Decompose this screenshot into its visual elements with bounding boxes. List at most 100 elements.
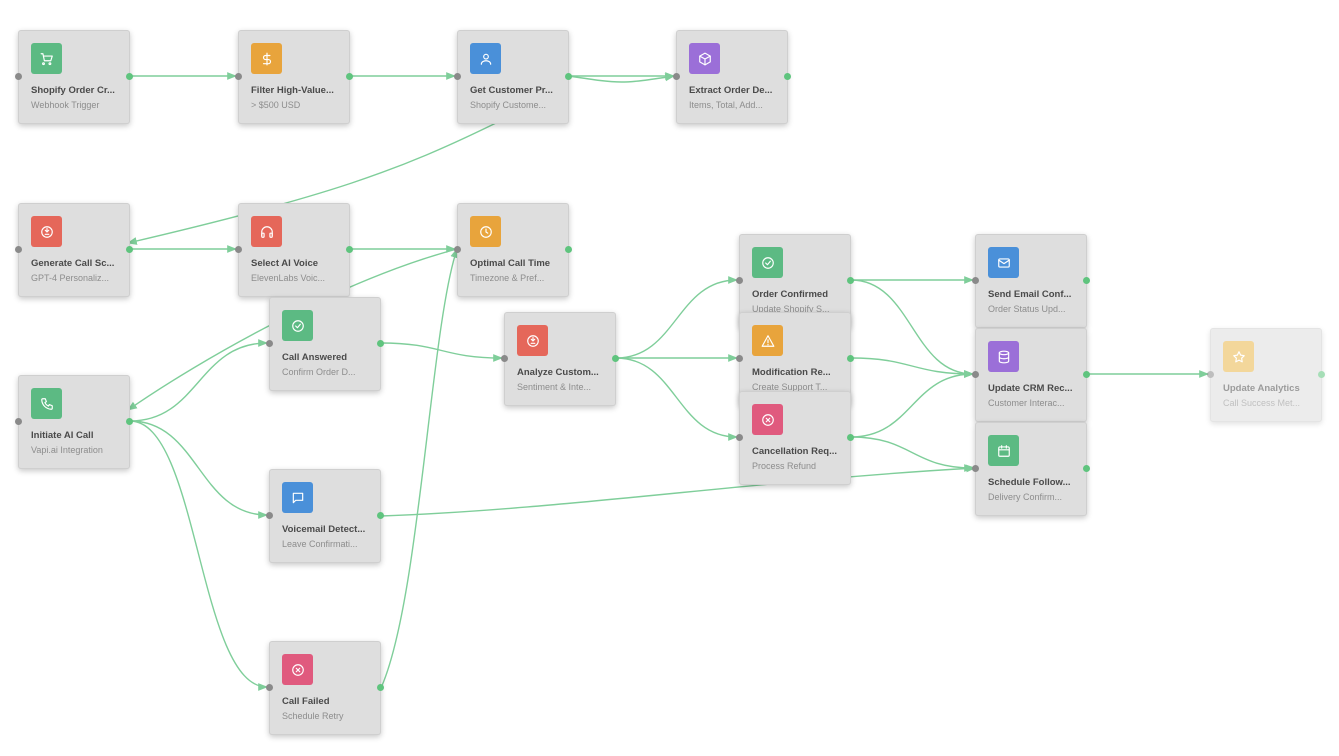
node-analyze[interactable]: Analyze Custom...Sentiment & Inte... [501,312,619,406]
package-icon [689,43,720,74]
node-title: Get Customer Pr... [470,85,553,96]
node-crm[interactable]: Update CRM Rec...Customer Interac... [972,328,1090,422]
brain-icon [517,325,548,356]
edge-voicemail-to-followup[interactable] [380,464,976,517]
input-port[interactable] [235,73,242,80]
node-title: Select AI Voice [251,258,319,269]
input-port[interactable] [1207,371,1214,378]
node-title: Initiate AI Call [31,430,94,441]
input-port[interactable] [454,246,461,253]
output-port[interactable] [565,73,572,80]
input-port[interactable] [15,246,22,253]
alert-triangle-icon [752,325,783,356]
output-port[interactable] [612,355,619,362]
node-extract[interactable]: Extract Order De...Items, Total, Add... [673,30,791,124]
node-modification[interactable]: Modification Re...Create Support T... [736,312,854,406]
edge-answered-to-analyze[interactable] [380,342,503,362]
check-circle-icon [282,310,313,341]
edge-analyze-to-cancellation[interactable] [615,357,738,441]
node-cancellation[interactable]: Cancellation Req...Process Refund [736,391,854,485]
edge-initiate-to-failed[interactable] [129,420,268,691]
node-subtitle: Process Refund [752,461,817,471]
node-subtitle: Sentiment & Inte... [517,382,592,392]
edge-customer-to-extract[interactable] [568,73,675,83]
input-port[interactable] [235,246,242,253]
dollar-icon [251,43,282,74]
node-subtitle: Call Success Met... [1223,398,1301,408]
output-port[interactable] [346,246,353,253]
x-circle-icon [282,654,313,685]
output-port[interactable] [565,246,572,253]
output-port[interactable] [346,73,353,80]
output-port[interactable] [847,355,854,362]
output-port[interactable] [377,340,384,347]
calendar-icon [988,435,1019,466]
edge-failed-to-timing[interactable] [380,248,458,689]
output-port[interactable] [377,512,384,519]
output-port[interactable] [784,73,791,80]
node-voicemail[interactable]: Voicemail Detect...Leave Confirmati... [266,469,384,563]
node-title: Generate Call Sc... [31,258,115,269]
node-customer[interactable]: Get Customer Pr...Shopify Custome... [454,30,572,124]
output-port[interactable] [377,684,384,691]
input-port[interactable] [15,418,22,425]
node-email[interactable]: Send Email Conf...Order Status Upd... [972,234,1090,328]
output-port[interactable] [847,277,854,284]
output-port[interactable] [847,434,854,441]
edge-initiate-to-voicemail[interactable] [129,420,268,519]
node-shopify[interactable]: Shopify Order Cr... Webhook Trigger [15,30,133,124]
node-script[interactable]: Generate Call Sc...GPT-4 Personaliz... [15,203,133,297]
node-title: Schedule Follow... [988,477,1071,488]
output-port[interactable] [126,418,133,425]
output-port[interactable] [1083,277,1090,284]
mail-icon [988,247,1019,278]
input-port[interactable] [736,434,743,441]
headphones-icon [251,216,282,247]
input-port[interactable] [972,277,979,284]
input-port[interactable] [736,277,743,284]
edge-modification-to-crm[interactable] [850,357,974,378]
node-title: Call Answered [282,352,348,363]
input-port[interactable] [501,355,508,362]
edge-initiate-to-answered[interactable] [129,339,268,422]
input-port[interactable] [454,73,461,80]
node-title: Optimal Call Time [470,258,551,269]
node-subtitle: ElevenLabs Voic... [251,273,326,283]
input-port[interactable] [673,73,680,80]
input-port[interactable] [972,465,979,472]
edge-analyze-to-confirmed[interactable] [615,276,738,359]
edge-cancellation-to-followup[interactable] [850,436,974,472]
input-port[interactable] [266,512,273,519]
input-port[interactable] [266,340,273,347]
node-title: Call Failed [282,696,330,707]
node-title: Shopify Order Cr... [31,85,115,96]
output-port[interactable] [1083,465,1090,472]
node-filter[interactable]: Filter High-Value...> $500 USD [235,30,353,124]
node-subtitle: Vapi.ai Integration [31,445,103,455]
input-port[interactable] [266,684,273,691]
node-subtitle: Confirm Order D... [282,367,356,377]
input-port[interactable] [736,355,743,362]
node-subtitle: Create Support T... [752,382,828,392]
output-port[interactable] [126,246,133,253]
output-port[interactable] [1318,371,1325,378]
input-port[interactable] [972,371,979,378]
edge-confirmed-to-crm[interactable] [850,279,974,378]
brain-icon [31,216,62,247]
node-subtitle: Update Shopify S... [752,304,830,314]
node-subtitle: Webhook Trigger [31,100,100,110]
node-title: Voicemail Detect... [282,524,366,535]
node-title: Order Confirmed [752,289,829,300]
node-followup[interactable]: Schedule Follow...Delivery Confirm... [972,422,1090,516]
output-port[interactable] [126,73,133,80]
input-port[interactable] [15,73,22,80]
edge-cancellation-to-crm[interactable] [850,370,974,438]
output-port[interactable] [1083,371,1090,378]
